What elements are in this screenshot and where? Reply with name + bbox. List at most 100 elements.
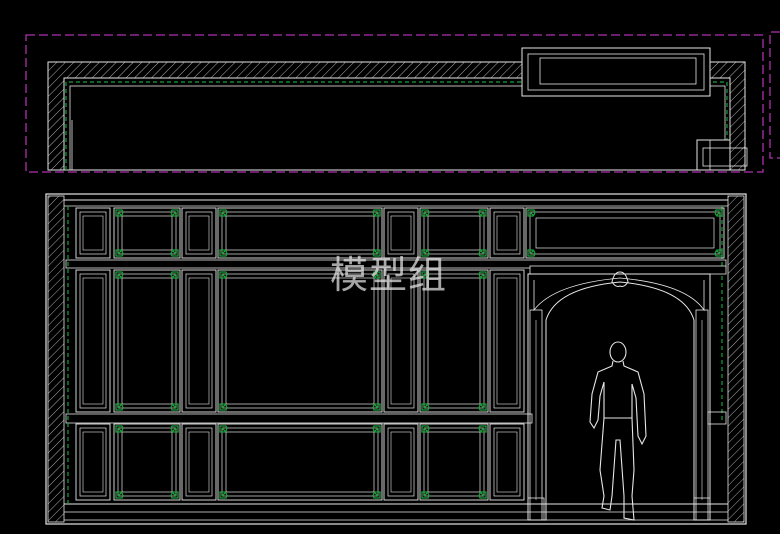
- corner-ornament: [372, 249, 381, 257]
- corner-ornament: [421, 403, 430, 411]
- panel-moulding: [188, 277, 210, 405]
- corner-ornament: [219, 271, 228, 279]
- panel-moulding: [181, 423, 217, 501]
- corner-ornament: [372, 491, 381, 499]
- panel-moulding: [225, 277, 375, 405]
- corner-ornament: [527, 209, 536, 217]
- plan-boundary-dashed: [25, 34, 764, 173]
- panel-moulding: [117, 211, 177, 255]
- panel-moulding: [188, 431, 210, 493]
- corner-ornament: [115, 403, 124, 411]
- panel-moulding: [217, 423, 383, 501]
- panel-moulding: [181, 269, 217, 413]
- corner-ornament: [527, 249, 536, 257]
- panel-moulding: [493, 211, 521, 255]
- lower-chair-rail: [65, 413, 533, 424]
- panel-moulding: [387, 211, 415, 255]
- panel-moulding: [387, 427, 415, 497]
- corner-ornament: [421, 209, 430, 217]
- panel-moulding: [423, 273, 485, 409]
- panel-moulding: [493, 427, 521, 497]
- panel-moulding: [121, 431, 173, 493]
- panel-moulding: [489, 207, 525, 259]
- panel-moulding: [225, 215, 375, 251]
- panel-moulding: [121, 215, 173, 251]
- panel-moulding: [535, 217, 715, 249]
- corner-ornament: [372, 403, 381, 411]
- panel-moulding: [390, 215, 412, 251]
- corner-ornament: [170, 425, 179, 433]
- corner-ornament: [115, 425, 124, 433]
- wainscot-panels: [75, 207, 725, 501]
- panel-moulding: [221, 211, 379, 255]
- corner-ornament: [219, 209, 228, 217]
- panel-moulding: [82, 215, 104, 251]
- panel-moulding: [419, 423, 489, 501]
- corner-ornament: [478, 209, 487, 217]
- panel-moulding: [221, 427, 379, 497]
- panel-moulding: [493, 273, 521, 409]
- panel-moulding: [489, 269, 525, 413]
- panel-moulding: [383, 269, 419, 413]
- panel-moulding: [383, 423, 419, 501]
- panel-moulding: [185, 273, 213, 409]
- panel-moulding: [496, 277, 518, 405]
- panel-moulding: [383, 207, 419, 259]
- corner-ornament: [115, 209, 124, 217]
- panel-moulding: [423, 211, 485, 255]
- panel-moulding: [419, 207, 489, 259]
- corner-ornament: [372, 209, 381, 217]
- panel-moulding: [113, 269, 181, 413]
- corner-ornament: [219, 491, 228, 499]
- panel-moulding: [390, 277, 412, 405]
- panel-moulding: [181, 207, 217, 259]
- panel-moulding: [121, 277, 173, 405]
- corner-ornament: [115, 249, 124, 257]
- elevation-right-wall-hatch: [727, 195, 745, 523]
- corner-ornament: [478, 425, 487, 433]
- corner-ornament: [421, 491, 430, 499]
- panel-moulding: [79, 427, 107, 497]
- panel-moulding: [79, 273, 107, 409]
- corner-ornament: [219, 249, 228, 257]
- panel-moulding: [75, 207, 111, 259]
- corner-ornament: [115, 271, 124, 279]
- human-scale-figure: [589, 341, 647, 521]
- panel-moulding: [217, 269, 383, 413]
- panel-moulding: [419, 269, 489, 413]
- panel-moulding: [217, 207, 383, 259]
- corner-ornament: [421, 271, 430, 279]
- plan-boundary-right: [769, 31, 780, 159]
- panel-moulding: [529, 211, 721, 255]
- panel-moulding: [427, 215, 481, 251]
- panel-moulding: [82, 277, 104, 405]
- panel-moulding: [489, 423, 525, 501]
- panel-moulding: [427, 277, 481, 405]
- doorway-arch: [527, 265, 727, 521]
- panel-moulding: [75, 423, 111, 501]
- corner-ornament: [115, 491, 124, 499]
- corner-ornament: [421, 249, 430, 257]
- corner-ornament: [478, 249, 487, 257]
- corner-ornament: [170, 271, 179, 279]
- corner-ornament: [478, 403, 487, 411]
- panel-moulding: [525, 207, 725, 259]
- panel-moulding: [117, 273, 177, 409]
- corner-ornament: [714, 209, 723, 217]
- plan-panel-line: [69, 85, 726, 171]
- panel-moulding: [188, 215, 210, 251]
- corner-ornament: [478, 491, 487, 499]
- panel-moulding: [113, 423, 181, 501]
- plan-corner-detail: [696, 139, 748, 171]
- panel-moulding: [496, 431, 518, 493]
- panel-moulding: [423, 427, 485, 497]
- corner-ornament: [219, 425, 228, 433]
- corner-ornament: [478, 271, 487, 279]
- corner-ornament: [372, 271, 381, 279]
- upper-chair-rail: [65, 259, 727, 269]
- corner-ornament: [372, 425, 381, 433]
- elevation-view: [45, 193, 747, 525]
- panel-moulding: [427, 431, 481, 493]
- panel-moulding: [113, 207, 181, 259]
- panel-moulding: [390, 431, 412, 493]
